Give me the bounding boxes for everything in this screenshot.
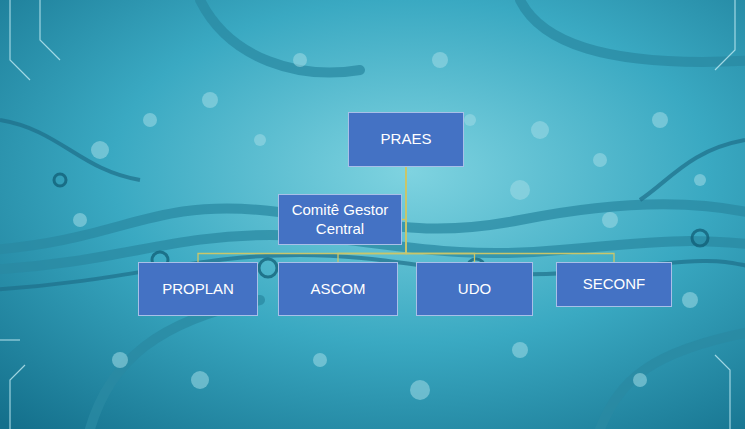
unit-box: ASCOM — [278, 262, 398, 316]
unit-box: SECONF — [556, 262, 672, 307]
box-label: PRAES — [381, 130, 432, 149]
unit-box: PROPLAN — [138, 262, 258, 316]
head-box: PRAES — [348, 112, 464, 167]
unit-box: UDO — [416, 262, 533, 316]
box-label: ASCOM — [310, 280, 365, 299]
box-label: SECONF — [583, 275, 646, 294]
connector-line — [198, 167, 406, 262]
box-label: PROPLAN — [162, 280, 234, 299]
committee-box: Comitê Gestor Central — [278, 194, 402, 245]
connector-line — [406, 167, 614, 262]
box-label: Comitê Gestor Central — [285, 201, 395, 239]
connector-line — [406, 167, 475, 262]
box-label: UDO — [458, 280, 491, 299]
